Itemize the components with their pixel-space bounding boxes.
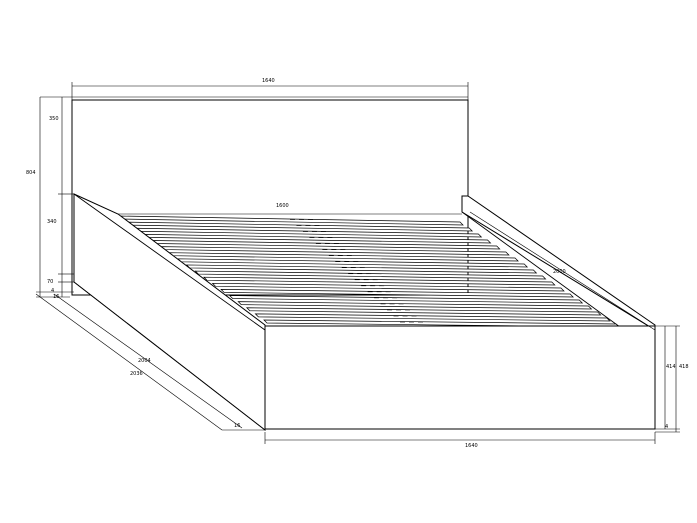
dim-footboard-width: 1640 <box>465 443 478 449</box>
dim-side-length-inner: 2004 <box>138 358 151 364</box>
slat <box>254 313 611 322</box>
dim-side-length-outer: 2036 <box>130 371 143 377</box>
footboard <box>264 325 656 430</box>
left-side-rail <box>73 193 266 432</box>
slat <box>203 276 556 286</box>
slat <box>245 307 602 316</box>
slat <box>237 301 593 310</box>
slat <box>211 282 565 292</box>
dim-headboard-top-height: 350 <box>49 116 59 122</box>
slat <box>194 270 547 280</box>
dim-headboard-width: 1640 <box>262 78 275 84</box>
slat <box>220 289 574 298</box>
dim-total-height: 804 <box>26 170 36 176</box>
dim-frame-side-height: 340 <box>47 219 57 225</box>
dim-inner-length: 2000 <box>553 269 566 275</box>
dim-bottom-offset: 16 <box>53 294 59 300</box>
dim-foot-offset: 16 <box>234 423 240 429</box>
dim-footboard-height-outer: 418 <box>679 364 689 370</box>
dimension-lines <box>35 82 680 444</box>
dim-leg-height: 70 <box>47 279 53 285</box>
slat <box>228 295 584 304</box>
dimension-labels: 1640 350 804 340 70 4 16 1600 2000 2004 … <box>26 78 689 449</box>
dim-base-gap: 4 <box>51 288 54 294</box>
dim-footboard-height-inner: 414 <box>666 364 676 370</box>
dim-footboard-gap: 4 <box>665 424 668 430</box>
right-side-rail <box>461 195 656 331</box>
dim-inner-width: 1600 <box>276 203 289 209</box>
